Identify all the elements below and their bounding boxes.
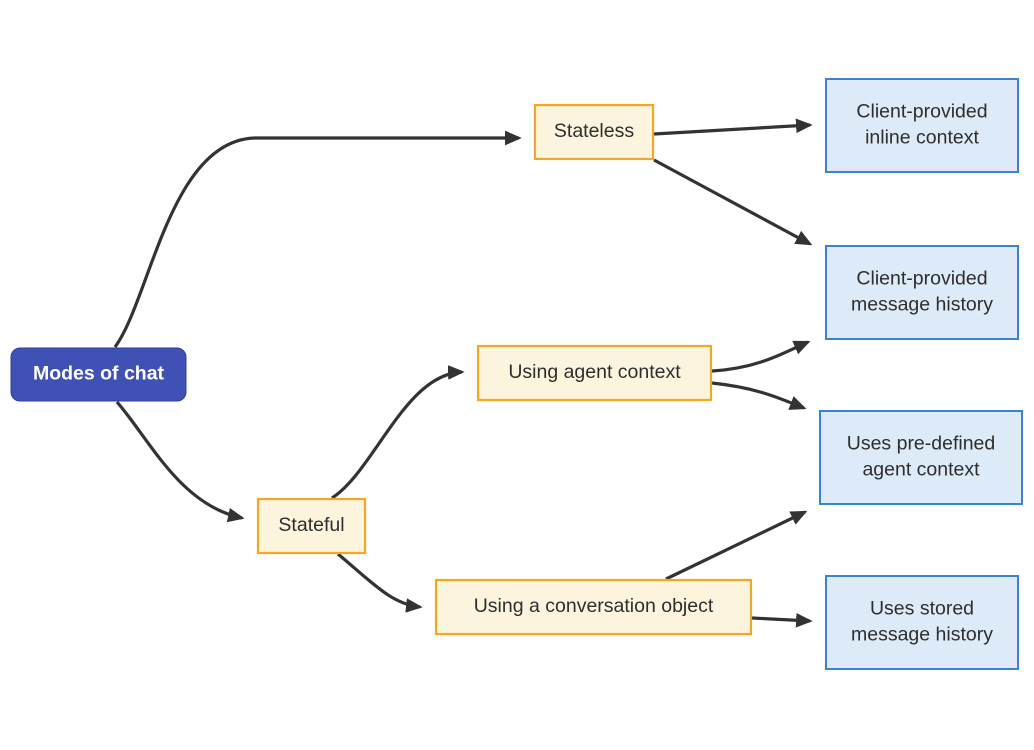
node-box-agent-context[interactable]: [476, 344, 713, 402]
node-stateful[interactable]: Stateful: [256, 497, 367, 555]
node-box-stateless[interactable]: [533, 103, 655, 161]
node-inline-context[interactable]: Client-provided inline context: [825, 78, 1019, 173]
node-label-root: Modes of chat: [33, 363, 165, 385]
node-label-conversation-object: Using a conversation object: [474, 595, 714, 617]
node-label-stored-message-history: Uses stored message history: [851, 598, 993, 646]
node-label-inline-context: Client-provided inline context: [856, 101, 987, 149]
node-label-line: Stateless: [554, 120, 634, 142]
node-conversation-object[interactable]: Using a conversation object: [434, 578, 753, 636]
node-box-stored-message-history[interactable]: [825, 575, 1019, 670]
node-stored-message-history[interactable]: Uses stored message history: [825, 575, 1019, 670]
node-stateless[interactable]: Stateless: [533, 103, 655, 161]
edge-stateful-to-agent-context: [331, 365, 465, 500]
node-agent-context[interactable]: Using agent context: [476, 344, 713, 402]
edge-root-to-stateful: [115, 400, 245, 523]
node-root[interactable]: Modes of chat: [10, 347, 187, 402]
node-label-line: Client-provided: [856, 268, 987, 290]
node-label-stateful: Stateful: [278, 514, 344, 536]
node-box-conversation-object[interactable]: [434, 578, 753, 636]
node-label-line: Uses stored: [870, 598, 974, 620]
node-box-stateful[interactable]: [256, 497, 367, 555]
edge-agent-context-to-message-history: [711, 340, 811, 373]
edges-layer: [113, 118, 813, 628]
node-box-predefined-agent-context[interactable]: [819, 410, 1023, 505]
node-label-line: Uses pre-defined: [847, 433, 996, 455]
node-box-inline-context[interactable]: [825, 78, 1019, 173]
node-label-line: Using agent context: [508, 361, 681, 383]
node-label-line: agent context: [862, 459, 980, 481]
node-label-message-history: Client-provided message history: [851, 268, 993, 316]
node-box-root[interactable]: [10, 347, 187, 402]
node-predefined-agent-context[interactable]: Uses pre-defined agent context: [819, 410, 1023, 505]
edge-stateful-to-conversation-object: [336, 552, 423, 613]
edge-stateless-to-message-history: [653, 158, 813, 246]
edge-conversation-object-to-predefined-agent-context: [665, 510, 808, 581]
node-label-line: message history: [851, 624, 993, 646]
node-label-line: message history: [851, 294, 993, 316]
edge-conversation-object-to-stored-message-history: [751, 612, 813, 628]
node-label-line: Stateful: [278, 514, 344, 536]
node-label-stateless: Stateless: [554, 120, 634, 142]
node-label-agent-context: Using agent context: [508, 361, 681, 383]
edge-agent-context-to-predefined-agent-context: [711, 381, 807, 410]
node-label-line: Client-provided: [856, 101, 987, 123]
node-box-message-history[interactable]: [825, 245, 1019, 340]
node-label-line: Using a conversation object: [474, 595, 714, 617]
node-message-history[interactable]: Client-provided message history: [825, 245, 1019, 340]
edge-root-to-stateless: [113, 130, 522, 348]
node-label-line: inline context: [865, 127, 979, 149]
node-label-predefined-agent-context: Uses pre-defined agent context: [847, 433, 996, 481]
edge-stateless-to-inline-context: [653, 118, 813, 136]
node-label-line: Modes of chat: [33, 363, 165, 385]
